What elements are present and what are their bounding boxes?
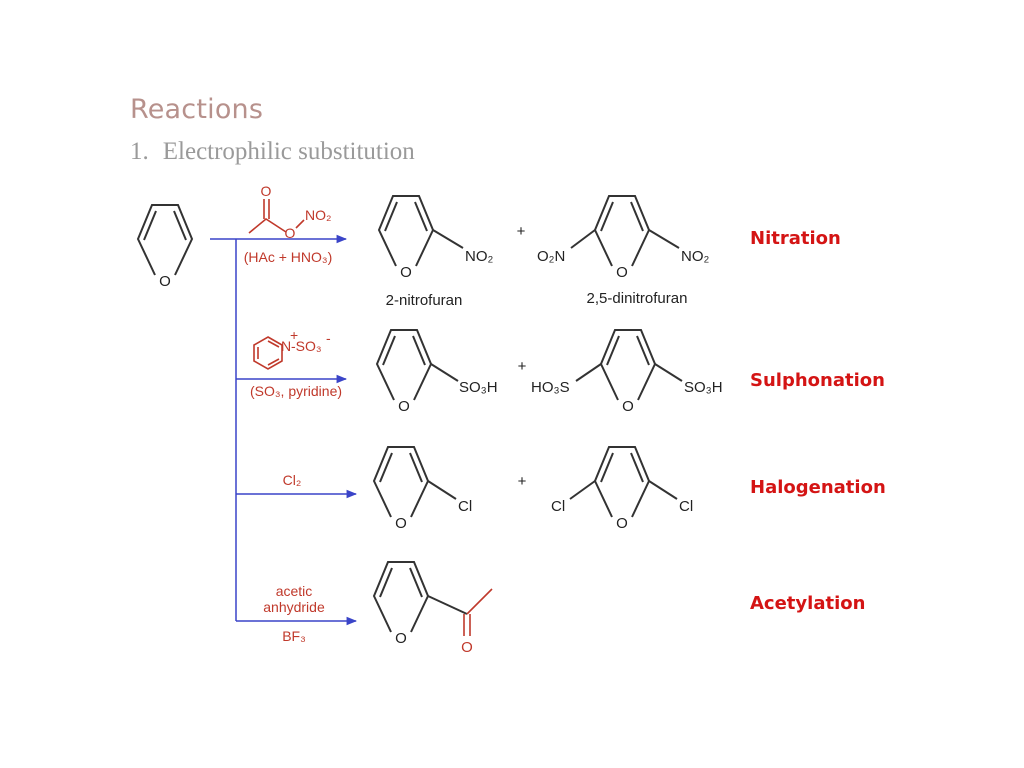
atom-o: O	[261, 183, 272, 199]
substituent-cl: Cl	[679, 498, 693, 515]
reagent-cl2: Cl₂	[283, 472, 302, 488]
reagent-pyridine-so3: N + -SO₃ -	[253, 327, 331, 370]
plus-sign: +	[518, 358, 527, 375]
product-furan-2-5-disulfonic-acid: O SO₃H HO₃S	[531, 329, 723, 415]
atom-o: O	[461, 639, 473, 656]
reagent-acetic: acetic	[276, 583, 313, 599]
reagent-acetyl-nitrate: O O NO₂	[248, 183, 331, 241]
reagent-nitration-conditions: (HAc + HNO₃)	[244, 249, 333, 265]
reagent-anhydride: anhydride	[263, 599, 325, 615]
atom-o: O	[159, 273, 171, 290]
substituent-so3h: SO₃H	[459, 379, 498, 396]
atom-o: O	[400, 264, 412, 281]
reaction-name-sulphonation: Sulphonation	[750, 370, 885, 391]
atom-o: O	[395, 630, 407, 647]
atom-n: N	[281, 338, 291, 354]
subtitle-text: Electrophilic substitution	[162, 138, 415, 165]
product-2-nitrofuran: O NO₂	[378, 195, 494, 281]
charge-plus: +	[290, 327, 298, 343]
slide-subtitle: 1. Electrophilic substitution	[130, 138, 415, 166]
charge-minus: -	[326, 330, 331, 346]
product-2-acetylfuran: O O	[373, 561, 493, 656]
subtitle-number: 1.	[130, 138, 149, 165]
product-2-5-dichlorofuran: O Cl Cl	[551, 446, 693, 532]
atom-o: O	[285, 225, 296, 241]
slide-title: Reactions	[130, 94, 264, 125]
reagent-no2: NO₂	[305, 207, 331, 223]
label-2-nitrofuran: 2-nitrofuran	[386, 292, 463, 309]
substituent-o2n: O₂N	[537, 248, 565, 265]
atom-o: O	[616, 515, 628, 532]
substituent-so3h: SO₃H	[684, 379, 723, 396]
label-2-5-dinitrofuran: 2,5-dinitrofuran	[587, 290, 688, 307]
atom-o: O	[395, 515, 407, 532]
substituent-cl: Cl	[458, 498, 472, 515]
reaction-name-nitration: Nitration	[750, 228, 841, 249]
reaction-name-halogenation: Halogenation	[750, 477, 886, 498]
atom-o: O	[398, 398, 410, 415]
reaction-arrows	[210, 234, 358, 626]
plus-sign: +	[517, 223, 526, 240]
atom-o: O	[622, 398, 634, 415]
product-2-chlorofuran: O Cl	[373, 446, 472, 532]
substituent-no2: NO₂	[681, 248, 710, 265]
plus-sign: +	[518, 473, 527, 490]
product-furan-2-sulfonic-acid: O SO₃H	[376, 329, 498, 415]
substituent-ho3s: HO₃S	[531, 379, 570, 396]
reaction-name-acetylation: Acetylation	[750, 593, 865, 614]
product-2-5-dinitrofuran: O NO₂ O₂N	[537, 195, 710, 281]
substituent-cl: Cl	[551, 498, 565, 515]
atom-o: O	[616, 264, 628, 281]
sulfur-trioxide-minus: -SO₃	[291, 338, 322, 354]
reagent-bf3: BF₃	[282, 628, 306, 644]
reagent-sulphonation-conditions: (SO₃, pyridine)	[250, 383, 342, 399]
substituent-no2: NO₂	[465, 248, 494, 265]
furan-starting-material: O	[137, 204, 193, 290]
